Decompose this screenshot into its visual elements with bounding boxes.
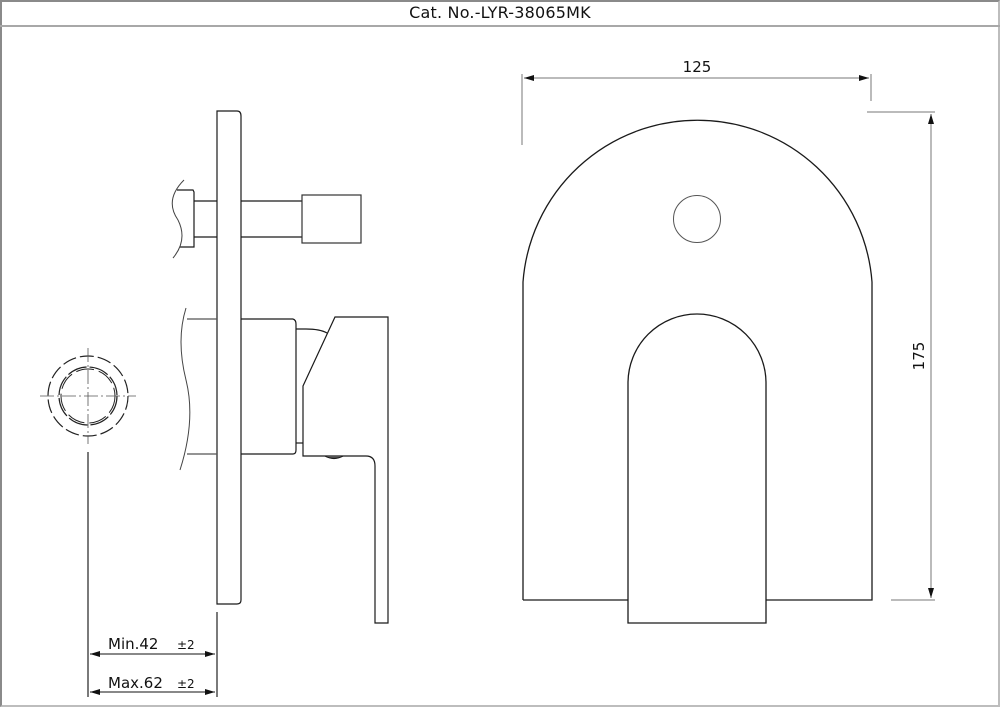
height-dimension-value: 175 (910, 342, 928, 371)
end-view (40, 348, 136, 444)
max-depth-tolerance: ±2 (177, 677, 195, 691)
max-depth-label: Max.62 (108, 674, 163, 692)
catalog-number: Cat. No.-LYR-38065MK (409, 3, 591, 22)
width-dimension (521, 74, 872, 145)
depth-dimension-lines (90, 651, 215, 695)
title-bar: Cat. No.-LYR-38065MK (0, 0, 1000, 27)
height-dimension (867, 111, 935, 601)
min-depth-label: Min.42 (108, 635, 158, 653)
side-view (171, 110, 389, 624)
front-view (522, 119, 873, 624)
min-depth-tolerance: ±2 (177, 638, 195, 652)
depth-extension-lines (87, 452, 218, 697)
width-dimension-value: 125 (683, 58, 712, 76)
